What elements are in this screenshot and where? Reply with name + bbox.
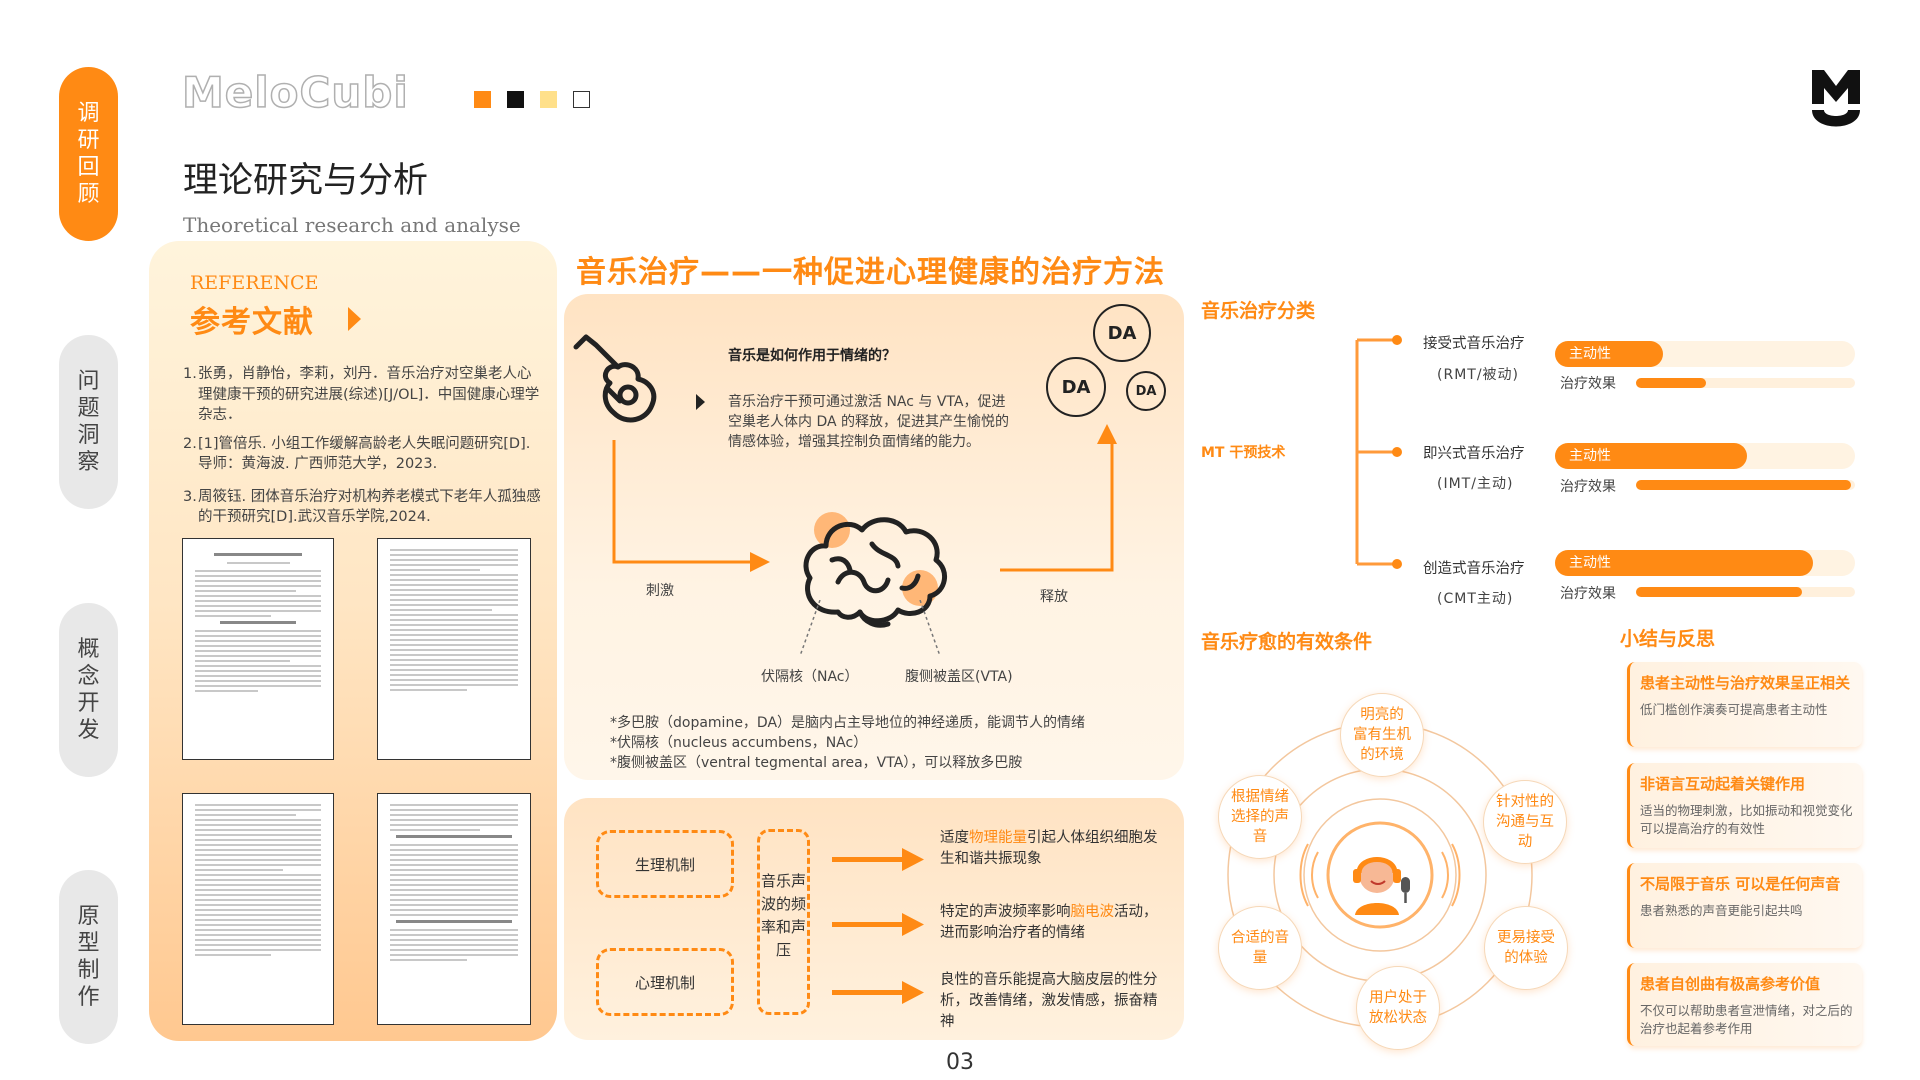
summary-card: 不局限于音乐 可以是任何声音 患者熟悉的声音更能引起共鸣 [1627,863,1862,948]
pointer-lines [799,600,941,657]
vta-label: 腹侧被盖区(VTA) [905,669,1013,685]
dopamine-molecule-large: DA [1093,304,1151,362]
arrow-right-icons [832,848,924,1004]
effect-label: 治疗效果 [1560,479,1616,495]
nav-item-problem-insight[interactable]: 问题洞察 [59,335,118,509]
brand-mark-icon [1812,70,1860,127]
page-number: 03 [946,1050,974,1075]
effect-bar [1636,378,1706,388]
condition-emotion-sound: 根据情绪选择的声音 [1218,775,1302,859]
section-main-title: 音乐治疗——一种促进心理健康的治疗方法 [576,255,1165,290]
mt-label: MT 干预技术 [1201,445,1286,461]
effect-label: 治疗效果 [1560,586,1616,602]
color-swatch-yellow [540,91,557,108]
paper-thumbnail [182,538,334,760]
effect-bar [1636,480,1851,490]
reference-label-en: REFERENCE [190,272,319,294]
paper-thumbnail [377,793,531,1025]
classification-title: 音乐治疗分类 [1201,300,1316,322]
type-sub: (RMT/被动) [1437,367,1519,383]
list-item: 2.[1]管倍乐. 小组工作缓解高龄老人失眠问题研究[D]. 导师：黄海波. 广… [183,435,531,473]
brain-icon [803,512,947,628]
color-swatch-black [507,91,524,108]
list-item: 3.周筱钰. 团体音乐治疗对机构养老模式下老年人孤独感的干预研究[D].武汉音乐… [183,488,541,526]
page-subtitle: Theoretical research and analyse [183,213,521,237]
question-title: 音乐是如何作用于情绪的？ [728,348,896,364]
activity-bar: 主动性 [1555,341,1663,367]
activity-bar: 主动性 [1555,550,1813,576]
psychological-mechanism-box: 心理机制 [596,948,734,1016]
activity-bar: 主动性 [1555,443,1747,469]
question-answer: 音乐治疗干预可通过激活 NAc 与 VTA，促进空巢老人体内 DA 的释放，促进… [728,394,1010,450]
condition-proper-volume: 合适的音量 [1218,906,1302,990]
mechanism-effect-2: 特定的声波频率影响脑电波活动，进而影响治疗者的情绪 [940,904,1158,941]
effect-bar-track [1636,378,1855,388]
type-name: 即兴式音乐治疗 [1423,446,1525,462]
conditions-title: 音乐疗愈的有效条件 [1201,631,1373,653]
nav-item-concept-development[interactable]: 概念开发 [59,603,118,777]
summary-card: 患者主动性与治疗效果呈正相关 低门槛创作演奏可提高患者主动性 [1627,662,1862,747]
nav-label: 问题洞察 [77,369,100,475]
guitar-icon [573,334,657,423]
mechanism-effect-1: 适度物理能量引起人体组织细胞发生和谐共振现象 [940,830,1158,867]
sound-wave-box: 音乐声波的频率和声压 [757,829,810,1015]
effect-bar [1636,587,1802,597]
nav-label: 调研回顾 [77,101,100,207]
condition-targeted-interaction: 针对性的沟通与互动 [1483,780,1567,864]
type-name: 接受式音乐治疗 [1423,336,1525,352]
condition-acceptable-experience: 更易接受的体验 [1484,906,1568,990]
condition-relaxed-state: 用户处于放松状态 [1356,966,1440,1050]
summary-card: 患者自创曲有极高参考价值 不仅可以帮助患者宣泄情绪，对之后的治疗也起着参考作用 [1627,963,1862,1046]
nav-label: 原型制作 [77,904,100,1010]
condition-bright-environment: 明亮的 富有生机的环境 [1340,693,1424,777]
summary-card: 非语言互动起着关键作用 适当的物理刺激，比如振动和视觉变化可以提高治疗的有效性 [1627,763,1862,848]
mechanism-effect-3: 良性的音乐能提高大脑皮层的性分析，改善情绪，激发情感，振奋精神 [940,972,1158,1030]
type-sub: (CMT主动) [1437,591,1514,607]
type-sub: (IMT/主动) [1437,476,1514,492]
page-title: 理论研究与分析 [183,161,429,201]
summary-title: 小结与反思 [1620,628,1716,650]
nav-label: 概念开发 [77,637,100,743]
nac-label: 伏隔核（NAc） [761,669,859,685]
paper-thumbnail [377,538,531,760]
dopamine-molecule-medium: DA [1046,357,1106,417]
release-label: 释放 [1040,589,1068,605]
effect-label: 治疗效果 [1560,376,1616,392]
nav-item-research-review[interactable]: 调研回顾 [59,67,118,241]
mechanism-types-panel [564,798,1184,1040]
color-swatch-white [573,91,590,108]
stimulus-label: 刺激 [646,583,674,599]
footnotes: *多巴胺（dopamine，DA）是脑内占主导地位的神经递质，能调节人的情绪 *… [610,715,1086,771]
color-swatch-orange [474,91,491,108]
paper-thumbnail [182,793,334,1025]
listener-avatar-icon [1353,857,1410,915]
dopamine-molecule-small: DA [1126,371,1166,411]
flow-arrows [612,424,1117,572]
branch-connector [1305,335,1402,569]
play-arrow-icon [696,394,705,410]
brand-logo-text: MeloCubi [181,67,409,118]
play-arrow-icon [348,307,361,331]
reference-list: 1.张勇，肖静怡，李莉，刘丹．音乐治疗对空巢老人心理健康干预的研究进展(综述)[… [183,364,545,536]
nav-item-prototype[interactable]: 原型制作 [59,870,118,1044]
list-item: 1.张勇，肖静怡，李莉，刘丹．音乐治疗对空巢老人心理健康干预的研究进展(综述)[… [183,366,540,423]
type-name: 创造式音乐治疗 [1423,561,1525,577]
physiological-mechanism-box: 生理机制 [596,830,734,898]
reference-label-cn: 参考文献 [190,305,314,340]
